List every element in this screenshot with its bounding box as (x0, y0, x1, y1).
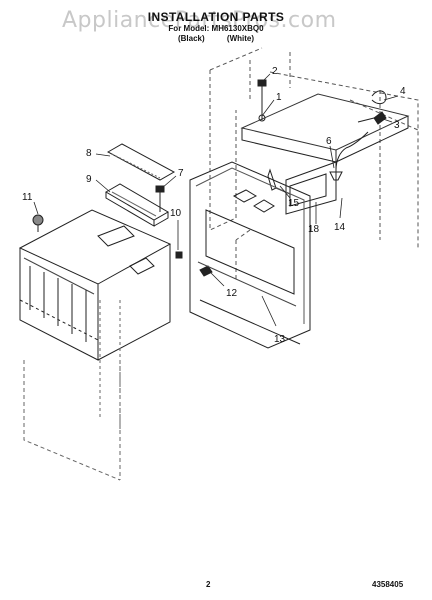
top-grille (106, 143, 176, 181)
mounting-plate (240, 93, 410, 215)
callout-2: 2 (272, 66, 278, 77)
callout-10: 10 (170, 208, 182, 219)
page-number: 2 (206, 580, 211, 589)
callout-11: 11 (22, 192, 33, 203)
wire-nut (329, 131, 369, 181)
callout-13: 13 (274, 334, 286, 345)
screw-10 (175, 251, 183, 259)
callout-4: 4 (400, 86, 406, 97)
leader-lines (33, 73, 399, 327)
callout-18: 18 (308, 224, 320, 235)
filter-frame (105, 183, 169, 227)
screw-12 (199, 265, 213, 277)
watermark: AppliancePartsPros.com (62, 8, 337, 33)
callout-3: 3 (394, 120, 400, 131)
callout-9: 9 (86, 174, 92, 185)
screw-11 (32, 214, 44, 232)
variant-white: (White) (226, 34, 255, 43)
callout-8: 8 (86, 148, 92, 159)
callout-1: 1 (276, 92, 282, 103)
diagram-title: INSTALLATION PARTS (147, 10, 285, 24)
callout-7: 7 (178, 168, 184, 179)
wall-cabinet-outline (209, 47, 419, 280)
callout-14: 14 (334, 222, 346, 233)
model-subtitle: For Model: MH6130XBQ0 (168, 24, 264, 33)
rear-mounting-panel (189, 161, 311, 349)
callout-labels: 2 1 3 4 6 7 8 9 10 11 12 13 14 15 18 (22, 66, 406, 345)
microwave-body (18, 209, 172, 481)
callout-15: 15 (288, 198, 300, 209)
top-bolt (257, 79, 267, 122)
callout-12: 12 (226, 288, 238, 299)
callout-6: 6 (326, 136, 332, 147)
variant-black: (Black) (177, 34, 205, 43)
document-number: 4358405 (372, 580, 404, 589)
color-variants: (Black) (White) (0, 34, 432, 43)
